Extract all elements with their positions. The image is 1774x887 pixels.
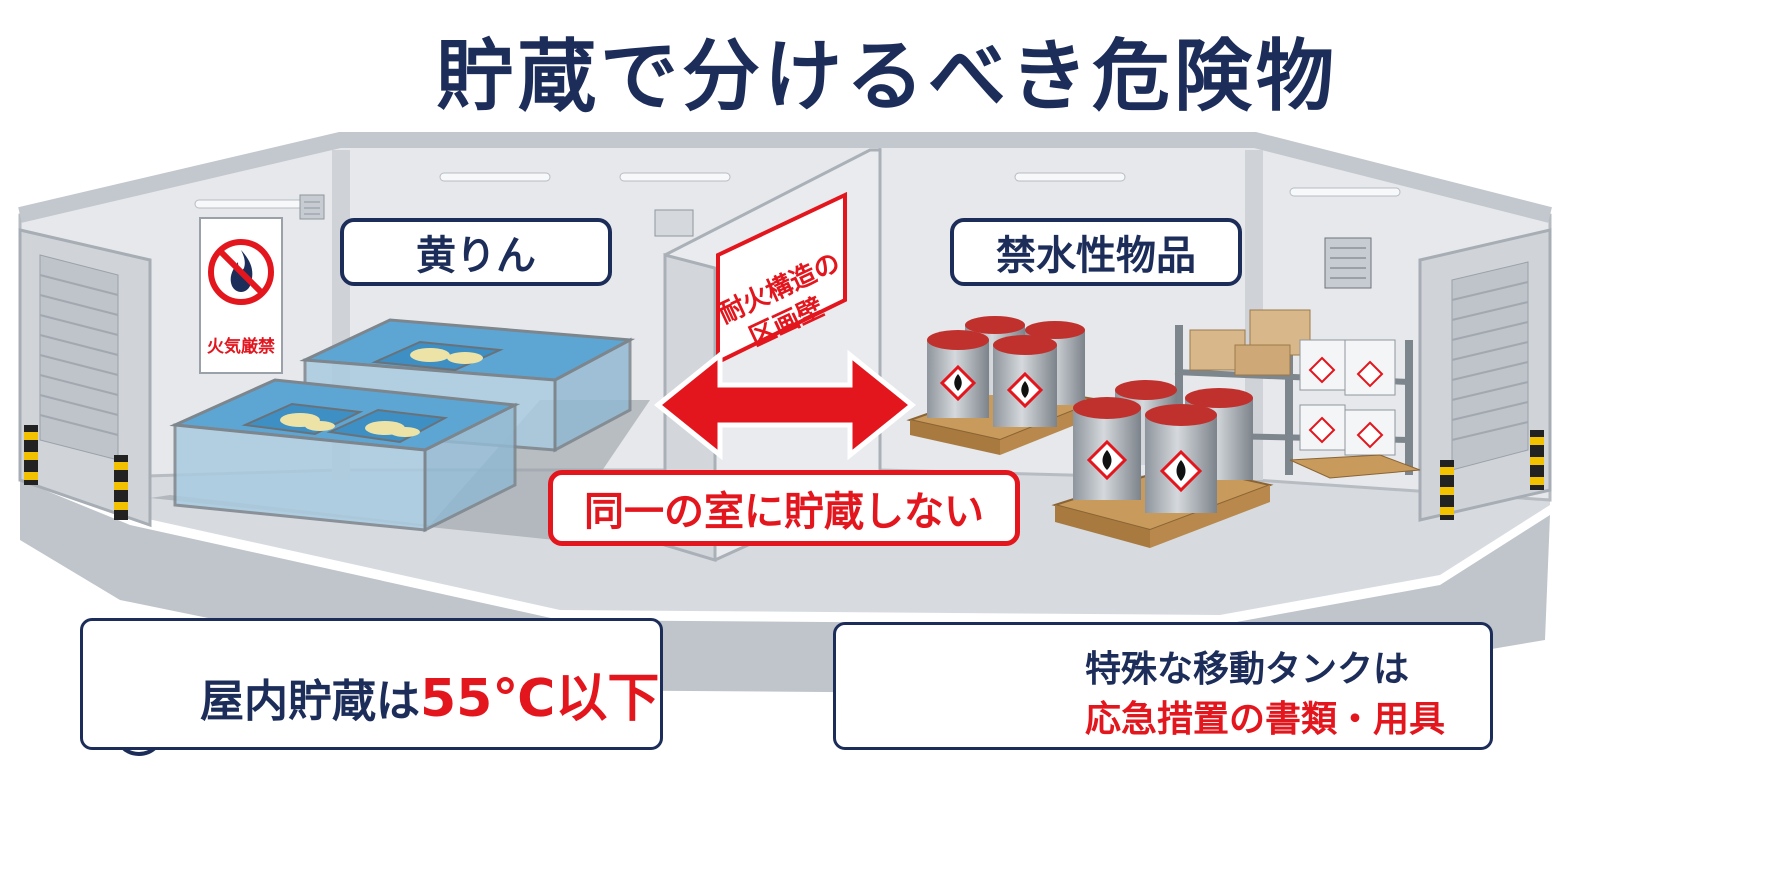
mobile-tank-line2: 応急措置の書類・用具 — [1085, 699, 1446, 740]
separation-label: 同一の室に貯蔵しない — [548, 470, 1020, 546]
indoor-storage-temperature: 55℃以下 — [420, 669, 660, 729]
drum — [1073, 397, 1141, 500]
ceiling-light — [439, 172, 551, 182]
room-label-yellow-phosphorus: 黄りん — [340, 218, 612, 286]
shutter-left — [18, 228, 152, 528]
info-box-mobile-tank — [833, 622, 1493, 750]
separation-arrow — [654, 349, 916, 461]
water-tank — [169, 378, 521, 533]
vent-icon — [1324, 237, 1372, 289]
page-title: 貯蔵で分けるべき危険物 — [435, 32, 1338, 122]
shutter-right — [1418, 228, 1552, 522]
vent-icon — [299, 194, 325, 220]
ceiling-light — [619, 172, 731, 182]
no-fire-text: 火気厳禁 — [207, 336, 275, 357]
ceiling-light — [194, 199, 306, 209]
indoor-storage-text: 屋内貯蔵は55℃以下 — [200, 656, 659, 731]
hazard-diamond-icon — [1356, 421, 1384, 449]
ceiling-light — [1014, 172, 1126, 182]
hazard-diamond-icon — [1308, 416, 1336, 444]
indoor-storage-prefix: 屋内貯蔵は — [200, 676, 420, 727]
info-box-indoor-storage — [80, 618, 663, 750]
ceiling-light — [1289, 187, 1401, 197]
drum — [1145, 404, 1217, 513]
hazard-diamond-icon — [1356, 360, 1384, 388]
room-label-water-reactive: 禁水性物品 — [950, 218, 1242, 286]
wall-rim — [18, 132, 1552, 223]
no-fire-sign: 火気厳禁 — [199, 217, 283, 374]
hazard-diamond-icon — [1308, 356, 1336, 384]
drum — [927, 330, 989, 418]
mobile-tank-line1: 特殊な移動タンクは — [1085, 649, 1410, 690]
drum — [993, 335, 1057, 427]
switch-panel — [654, 209, 694, 237]
